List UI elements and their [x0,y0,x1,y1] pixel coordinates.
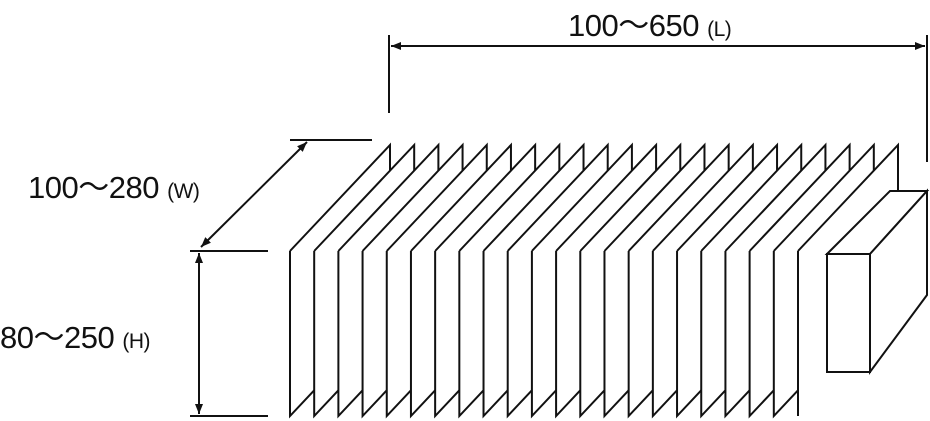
bellows-plate [797,142,899,416]
bellows-plate [458,142,561,419]
length-label: 100～650 (L) [568,0,732,45]
bellows-plate [313,142,416,419]
length-range: 100～650 [568,8,699,43]
width-label: 100～280 (W) [28,162,200,207]
bellows-plate [289,142,391,419]
height-range: 80～250 [0,320,115,355]
bellows-plate [603,142,706,419]
bellows-plate [555,142,658,419]
bellows-plate [748,142,851,419]
bellows-plate [482,142,585,419]
length-dimension [388,35,928,162]
bellows-plates [289,142,899,419]
bellows-plate [724,142,827,419]
height-unit: (H) [122,330,150,353]
width-range: 100～280 [28,170,159,205]
height-dimension [190,250,268,417]
bellows-plate [772,142,875,419]
bellows-plate [627,142,730,419]
bellows-plate [579,142,682,419]
width-unit: (W) [167,180,200,203]
bellows-plate [434,142,537,419]
end-block [824,188,930,376]
bellows-plate [385,142,488,419]
height-label: 80～250 (H) [0,312,150,357]
bellows-plate [651,142,754,419]
bellows-plate [700,142,803,419]
width-dimension [200,139,372,248]
length-unit: (L) [707,18,732,41]
bellows-plate [676,142,779,419]
bellows-plate [409,142,512,419]
bellows-plate [530,142,633,419]
bellows-plate [337,142,440,419]
bellows-plate [506,142,609,419]
bellows-plate [361,142,464,419]
